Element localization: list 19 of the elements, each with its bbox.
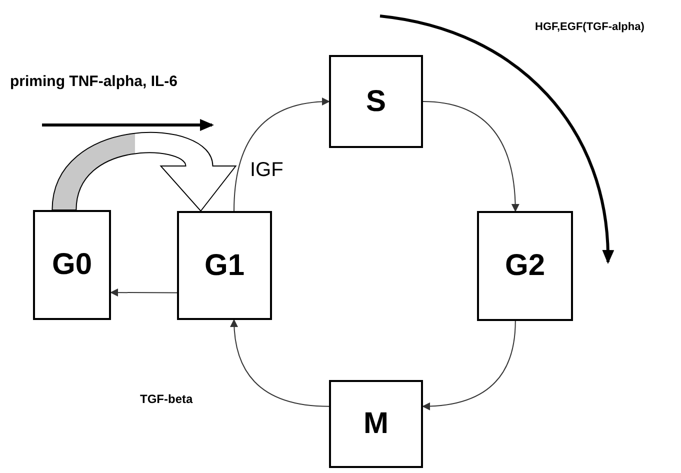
phase-label: G2 (504, 251, 546, 281)
phase-box (329, 380, 423, 468)
phase-box (329, 55, 423, 148)
phase-label: G0 (52, 250, 92, 280)
arrow (234, 98, 330, 212)
block-arrow (52, 132, 236, 212)
arrow (422, 101, 520, 212)
phase-label: G1 (204, 250, 245, 280)
note-label: HGF,EGF(TGF-alpha) (535, 22, 644, 33)
arrow (110, 288, 178, 297)
note-label: priming TNF-alpha, IL-6 (10, 74, 178, 89)
phase-box (33, 210, 111, 320)
arrow (422, 320, 516, 410)
note-label: TGF-beta (140, 393, 193, 405)
phase-box (177, 211, 272, 320)
phase-box (477, 211, 573, 321)
phase-label: S (366, 86, 386, 116)
phase-label: M (364, 409, 388, 439)
arrow (230, 319, 330, 407)
